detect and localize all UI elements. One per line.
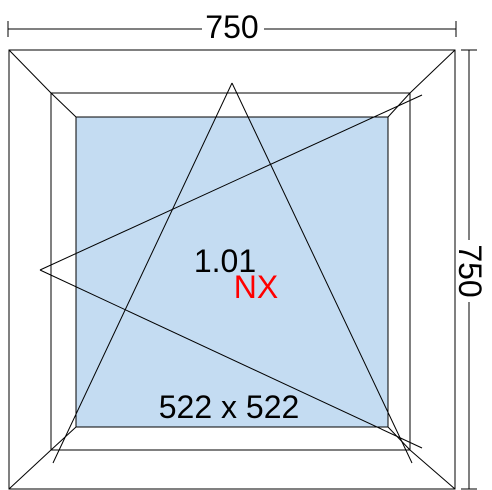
turn-line-bottom <box>39 269 423 449</box>
sash-corner-top-left <box>50 92 77 118</box>
frame-corner-bottom-left <box>8 449 52 490</box>
glass-pane <box>75 116 389 428</box>
frame-corner-top-right <box>409 49 456 94</box>
sash-corner-bottom-right <box>387 426 411 451</box>
tilt-line-left <box>52 82 233 464</box>
window-type-code: NX <box>234 269 278 305</box>
frame-corner-top-left <box>8 49 52 94</box>
height-dimension-text: 750 <box>452 244 488 297</box>
sash-corner-bottom-left <box>50 426 77 451</box>
u-value-label: 1.01 <box>194 243 256 279</box>
tilt-line-right <box>231 82 413 464</box>
width-dimension-text-bg <box>202 10 264 42</box>
width-dimension-text: 750 <box>205 9 258 45</box>
turn-line-top <box>39 94 423 271</box>
opening-lines <box>39 82 423 464</box>
glass-size-label: 522 x 522 <box>159 389 300 425</box>
height-dimension-text-bg <box>454 240 486 302</box>
frame-corner-bottom-right <box>409 449 456 490</box>
